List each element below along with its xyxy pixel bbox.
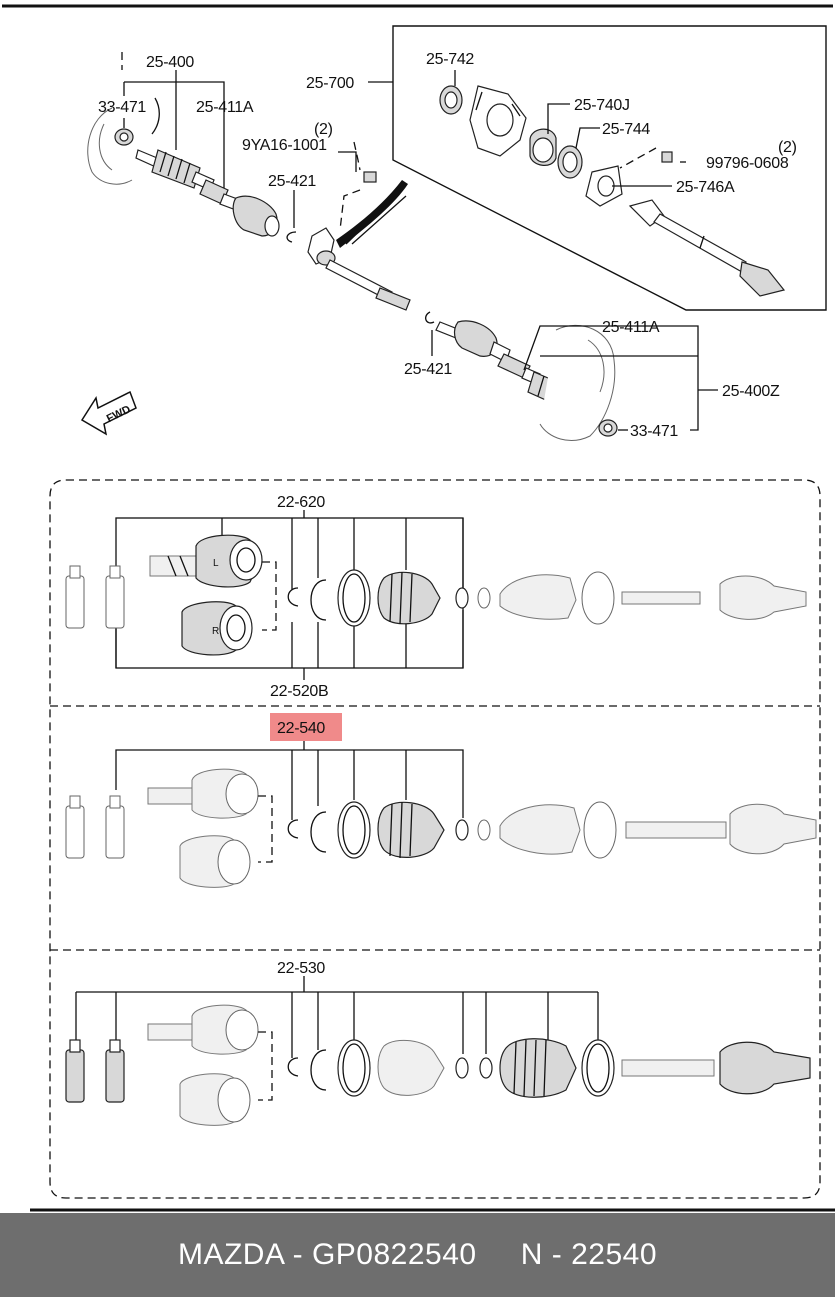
label-25-400Z: 25-400Z — [722, 383, 780, 400]
kit-panel-border — [49, 479, 821, 1199]
joint-pair-bracket-3 — [258, 1031, 273, 1101]
kit-1-small-parts — [287, 569, 469, 627]
top-leader-lines — [123, 70, 718, 431]
label-25-700: 25-700 — [306, 75, 354, 92]
label-25-740J: 25-740J — [574, 97, 630, 114]
driveshaft-1 — [477, 571, 807, 625]
bracket-25-746A — [585, 165, 623, 207]
label-22-530: 22-530 — [277, 960, 325, 977]
kit-22-530-bracket — [75, 976, 599, 1058]
circlip-25-421-top — [286, 231, 297, 243]
label-25-411A-top: 25-411A — [196, 99, 254, 116]
label-99796-0608: 99796-0608 — [706, 155, 789, 172]
cv-joint-L-2 — [147, 768, 259, 819]
joint-L-label-1: L — [213, 558, 219, 569]
label-25-744: 25-744 — [602, 121, 650, 138]
ring-25-744 — [557, 145, 583, 179]
joint-pair-bracket-1 — [262, 561, 277, 631]
joint-pair-bracket-2 — [258, 795, 273, 863]
seal-25-742 — [439, 85, 463, 115]
kit-22-620-leaders — [115, 510, 464, 680]
label-33-471-bot: 33-471 — [630, 423, 678, 440]
circlip-25-421-bot — [425, 311, 435, 324]
label-25-742: 25-742 — [426, 51, 474, 68]
label-22-540: 22-540 — [277, 720, 325, 737]
intermediate-shaft — [307, 227, 411, 311]
bearing-25-740J — [529, 128, 557, 166]
kit-2-small-parts — [287, 801, 469, 859]
label-25-400: 25-400 — [146, 54, 194, 71]
driveshaft-2 — [477, 801, 817, 859]
highlight-22-540 — [270, 713, 342, 741]
cv-joint-R-2 — [179, 835, 251, 888]
driveshaft-3 — [621, 1041, 811, 1095]
label-25-421-bot: 25-421 — [404, 361, 452, 378]
grease-tubes-3 — [65, 1039, 125, 1103]
label-25-746A: 25-746A — [676, 179, 735, 196]
intermediate-shaft-in-box — [628, 199, 786, 297]
nut-33-471-bottom — [598, 419, 618, 437]
kit-22-540-bracket — [115, 741, 464, 820]
assembly-box-25-700 — [392, 25, 827, 311]
left-driveshaft — [135, 149, 280, 237]
caption-text: MAZDA - GP0822540 N - 22540 — [177, 1238, 658, 1271]
label-25-411A-bot: 25-411A — [602, 319, 660, 336]
kit-3-small-parts — [287, 1038, 615, 1098]
label-9YA16-1001: 9YA16-1001 — [242, 137, 327, 154]
left-wheel-hub — [87, 107, 133, 185]
bolt-9YA16-1001 — [339, 141, 377, 231]
caption-bar: MAZDA - GP0822540 N - 22540 — [0, 1213, 835, 1297]
dust-cover-lines — [345, 187, 407, 245]
label-22-520B: 22-520B — [270, 683, 328, 700]
cv-joint-R-1: R — [181, 601, 253, 656]
cv-joint-L-3 — [147, 1004, 259, 1055]
grease-tubes-1 — [65, 565, 125, 629]
fwd-arrow: FWD — [80, 390, 137, 436]
label-2-b: (2) — [778, 139, 797, 156]
cv-joint-R-3 — [179, 1073, 251, 1126]
left-hub-curve — [151, 97, 160, 135]
right-wheel-hub-inner — [587, 339, 605, 393]
left-wheel-hub-inner — [98, 123, 113, 171]
label-2-a: (2) — [314, 121, 333, 138]
label-22-620: 22-620 — [277, 494, 325, 511]
grease-tubes-2 — [65, 795, 125, 859]
label-25-421-top: 25-421 — [268, 173, 316, 190]
bolt-99796-0608 — [619, 147, 673, 169]
bearing-bracket — [469, 85, 527, 157]
cv-joint-L-1: L — [149, 534, 263, 588]
label-33-471-top: 33-471 — [98, 99, 146, 116]
nut-33-471-top — [114, 128, 134, 146]
dust-cover-fan — [336, 180, 408, 248]
joint-R-label-1: R — [212, 626, 219, 637]
